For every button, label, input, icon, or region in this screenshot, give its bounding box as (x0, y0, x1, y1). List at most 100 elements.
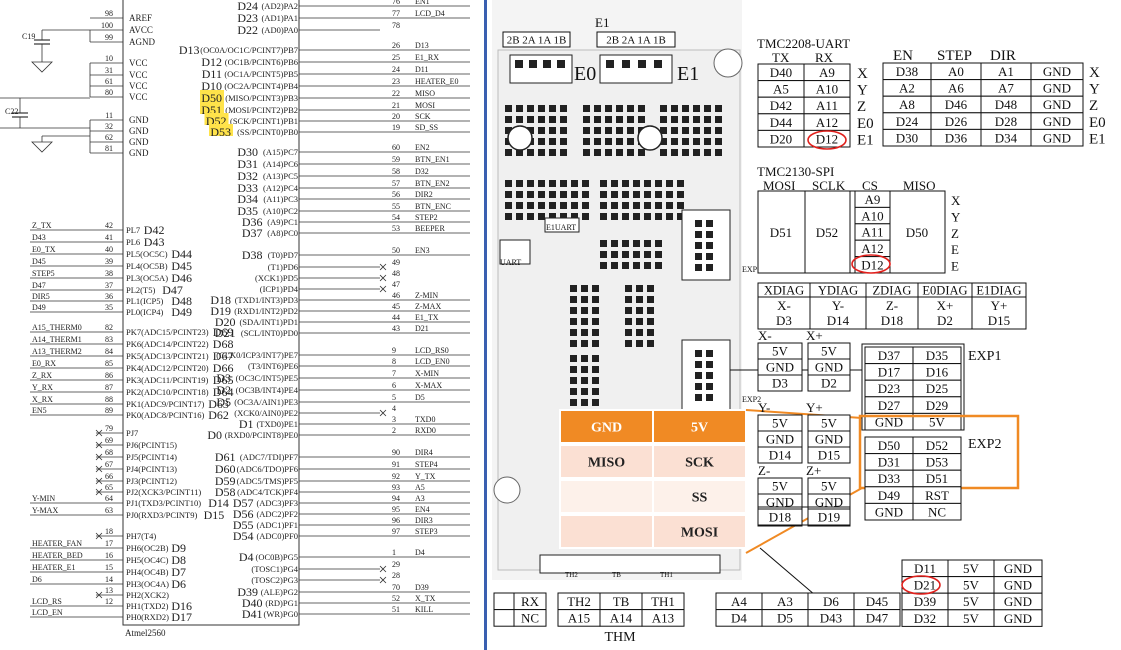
driver-pin (715, 127, 722, 134)
header-pin (654, 60, 662, 68)
net-label: LCD_EN (32, 608, 63, 617)
header-pin (666, 180, 673, 187)
pin-function: (AD0)PA0 (261, 25, 298, 35)
endstop-cell-cell (757, 446, 803, 464)
header-pin (600, 191, 607, 198)
pin-number: 16 (105, 551, 113, 560)
pin-number: 11 (105, 111, 113, 120)
header-pin (582, 213, 589, 220)
header-pin (644, 262, 651, 269)
driver-pin (682, 138, 689, 145)
pin-number: 54 (392, 213, 400, 222)
header-pin (633, 213, 640, 220)
pin-function: (OC0B)PG5 (255, 552, 298, 562)
exp2-cell: D49 (878, 488, 900, 503)
driver-pin-cell-text: D24 (896, 114, 919, 129)
driver-pin (693, 116, 700, 123)
diag-cell (809, 296, 867, 330)
pin-number: 79 (105, 424, 113, 433)
driver-pin (616, 127, 623, 134)
arduino-pin: D56 (233, 507, 254, 521)
pin-function: PJ0(RXD3/PCINT9) (126, 510, 197, 520)
no-connect-icon (379, 285, 387, 293)
driver-pin-cell-text: GND (1043, 130, 1071, 145)
exp-pin (695, 383, 702, 390)
no-connect-icon (379, 409, 387, 417)
endstop-pin (592, 366, 599, 373)
endstop-pin (636, 296, 643, 303)
chip-name: Atmel2560 (125, 628, 166, 638)
tmc2130-cs: D12 (861, 257, 883, 272)
driver-pin-cell-text: A0 (948, 64, 964, 79)
header-pin (677, 202, 684, 209)
driver-pin (549, 149, 556, 156)
aux-cell-cell (993, 609, 1043, 627)
pin-number: 10 (105, 54, 113, 63)
diag-endstop: X- (777, 298, 791, 313)
e0-connector (509, 54, 573, 84)
chip-body (122, 0, 300, 626)
pin-number: 100 (101, 21, 113, 30)
pin-number: 69 (105, 436, 113, 445)
header-pin (611, 191, 618, 198)
mounting-hole (713, 48, 743, 78)
e0-label: E0 (574, 63, 596, 85)
aux-cell: GND (1004, 578, 1032, 593)
net-label: D49 (32, 303, 46, 312)
aux-cell: 5V (963, 561, 980, 576)
pin-label: VCC (129, 70, 148, 80)
arduino-pin: D18 (210, 293, 231, 307)
arduino-pin: D15 (204, 508, 225, 522)
exp2-cell-cell (912, 502, 962, 521)
endstop-cell: D14 (769, 448, 792, 463)
pin-number: 25 (392, 53, 400, 62)
tmc2208-header: RX (815, 50, 834, 65)
driver-pin (549, 127, 556, 134)
arduino-pin: D67 (213, 349, 234, 363)
pin-label: GND (129, 115, 149, 125)
pin-number: 5 (392, 393, 396, 402)
driver-pin (527, 149, 534, 156)
arduino-pin: D39 (237, 585, 258, 599)
header-pin (633, 191, 640, 198)
thm-header: TH1 (651, 594, 675, 609)
diag-endstop: Y- (832, 298, 844, 313)
endstop-pin (592, 377, 599, 384)
header-pin (516, 213, 523, 220)
header-pin (677, 191, 684, 198)
header-pin (600, 180, 607, 187)
no-connect-icon (95, 532, 103, 540)
net-label: Z_RX (32, 371, 52, 380)
tmc2130-sclk: D52 (816, 225, 838, 240)
driver-pin (671, 149, 678, 156)
analog-cell: D43 (820, 611, 842, 626)
endstop-pin (570, 318, 577, 325)
driver-pin (516, 116, 523, 123)
exp-pin (706, 231, 713, 238)
arduino-pin: D48 (171, 294, 192, 308)
exp1-cell: D16 (926, 365, 949, 380)
driver-pin-cell-text: A8 (899, 97, 915, 112)
pin-function: PJ3(PCINT12) (126, 476, 177, 486)
net-label: BTN_EN2 (415, 179, 450, 188)
pin-number: 87 (105, 383, 113, 392)
pin-number: 56 (392, 190, 400, 199)
net-label: D39 (415, 583, 429, 592)
header-pin (644, 213, 651, 220)
header-pin (560, 180, 567, 187)
endstop-pin (647, 318, 654, 325)
analog-cell: D4 (731, 611, 747, 626)
arduino-pin: D68 (213, 337, 234, 351)
pin-number: 96 (392, 516, 400, 525)
header-pin (582, 191, 589, 198)
pin-function: PL7 (126, 225, 140, 235)
pin-function: (CLK0/ICP3/INT7)PE7 (216, 350, 298, 360)
pin-function: (A13)PC5 (263, 171, 298, 181)
exp-pin (706, 383, 713, 390)
tmc2130-axis: E (951, 259, 959, 274)
pin-number: 60 (392, 143, 400, 152)
diag-pin: D15 (988, 313, 1010, 328)
header-pin (600, 262, 607, 269)
driver-pin (560, 116, 567, 123)
header-pin (571, 213, 578, 220)
